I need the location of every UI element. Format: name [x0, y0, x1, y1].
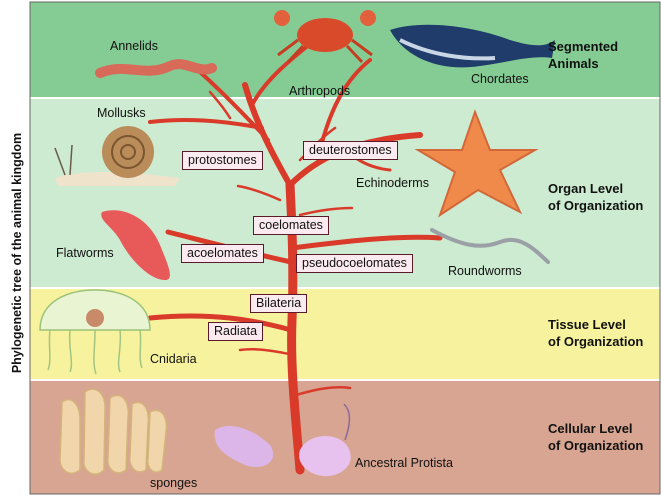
- bilateria-tag: Bilateria: [250, 294, 308, 313]
- roundworm-illustration: [430, 228, 550, 264]
- diagram-border: [29, 1, 661, 495]
- side-title: Phylogenetic tree of the animal kingdom: [10, 132, 24, 373]
- annelids-label: Annelids: [110, 39, 158, 53]
- mollusk-branch: [148, 118, 264, 130]
- twig: [238, 347, 296, 357]
- twig: [208, 90, 232, 120]
- cnidaria-label: Cnidaria: [150, 352, 197, 366]
- protostomes-tag: protostomes: [182, 151, 263, 170]
- twig: [298, 206, 354, 217]
- annelid-branch: [198, 70, 270, 142]
- segmented-band: [30, 2, 660, 98]
- sponges-label: sponges: [150, 476, 198, 490]
- chordates-label: Chordates: [471, 72, 529, 86]
- flatworms-label: Flatworms: [56, 246, 114, 260]
- annelid-illustration: [95, 59, 217, 78]
- whale-illustration: [390, 24, 555, 68]
- sponge-illustration: [59, 388, 168, 475]
- echinoderms-label: Echinoderms: [356, 176, 429, 190]
- pseudocoelomate-branch: [289, 234, 443, 251]
- sea-star-illustration: [414, 109, 539, 218]
- twig: [236, 184, 282, 202]
- coelomates-tag: coelomates: [253, 216, 329, 235]
- roundworms-label: Roundworms: [448, 264, 522, 278]
- crab-illustration: [274, 10, 376, 64]
- radiata-branch: [147, 313, 294, 333]
- mollusks-label: Mollusks: [97, 106, 146, 120]
- protist-illustration: [214, 403, 351, 477]
- deuterostomes-tag: deuterostomes: [303, 141, 398, 160]
- acoelomates-tag: acoelomates: [181, 244, 264, 263]
- pseudocoelomates-tag: pseudocoelomates: [296, 254, 413, 273]
- arthropods-label: Arthropods: [289, 84, 351, 98]
- radiata-tag: Radiata: [208, 322, 264, 341]
- twig: [294, 386, 352, 397]
- jellyfish-illustration: [39, 289, 151, 375]
- flatworm-illustration: [101, 210, 170, 280]
- snail-illustration: [54, 126, 180, 186]
- ancestral-protista-label: Ancestral Protista: [355, 456, 453, 470]
